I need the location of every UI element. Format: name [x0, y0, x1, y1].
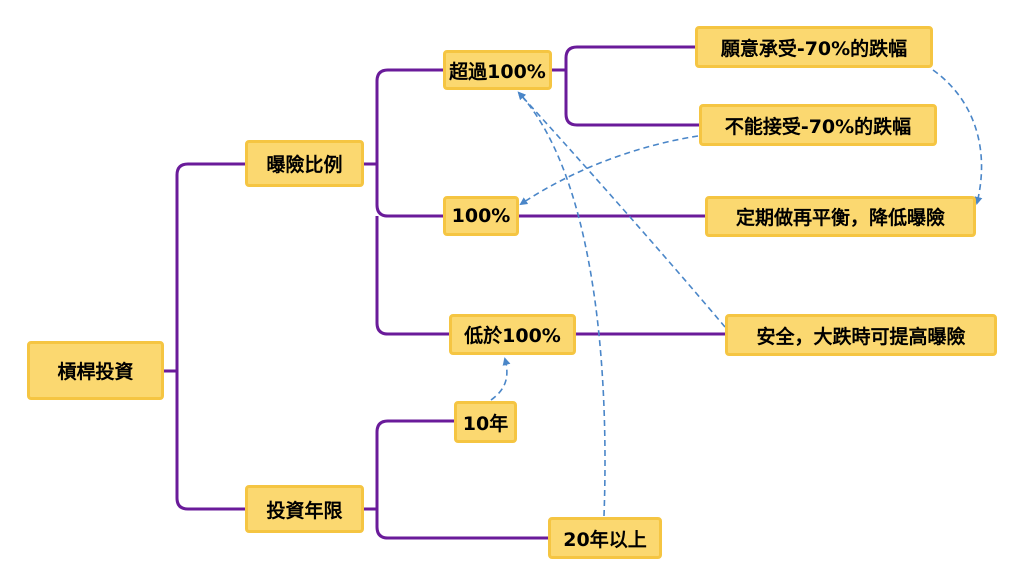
line-root-to-exposure [164, 162, 245, 373]
node-safe[interactable]: 安全，大跌時可提高曝險 [725, 314, 997, 356]
dashed-arrow-20y-to-over100 [517, 91, 606, 517]
line-over100-to-reject [564, 70, 699, 127]
node-root[interactable]: 槓桿投資 [27, 341, 164, 400]
dashed-arrow-accept-to-rebalance [932, 69, 983, 205]
line-exposure-to-under100 [375, 216, 449, 336]
line-over100-to-accept [552, 45, 695, 72]
line-root-to-years [175, 371, 245, 511]
line-years-to-20y [375, 509, 548, 540]
dashed-arrow-safe-to-over100 [517, 91, 726, 328]
node-under100[interactable]: 低於100% [449, 314, 576, 355]
node-years[interactable]: 投資年限 [245, 485, 364, 533]
node-eq100[interactable]: 100% [443, 196, 519, 236]
line-exposure-to-eq100 [375, 164, 443, 218]
line-exposure-to-over100 [364, 68, 443, 166]
node-exposure[interactable]: 曝險比例 [245, 140, 364, 187]
node-accept-70[interactable]: 願意承受-70%的跌幅 [695, 26, 933, 68]
node-20y[interactable]: 20年以上 [548, 517, 662, 559]
node-over100[interactable]: 超過100% [443, 50, 552, 90]
dashed-arrow-10y-to-under100 [490, 357, 511, 401]
node-10y[interactable]: 10年 [454, 401, 517, 443]
line-years-to-10y [364, 419, 454, 511]
node-reject-70[interactable]: 不能接受-70%的跌幅 [699, 104, 937, 146]
dashed-arrow-reject-to-eq100 [519, 135, 699, 206]
node-rebalance[interactable]: 定期做再平衡，降低曝險 [705, 196, 976, 237]
